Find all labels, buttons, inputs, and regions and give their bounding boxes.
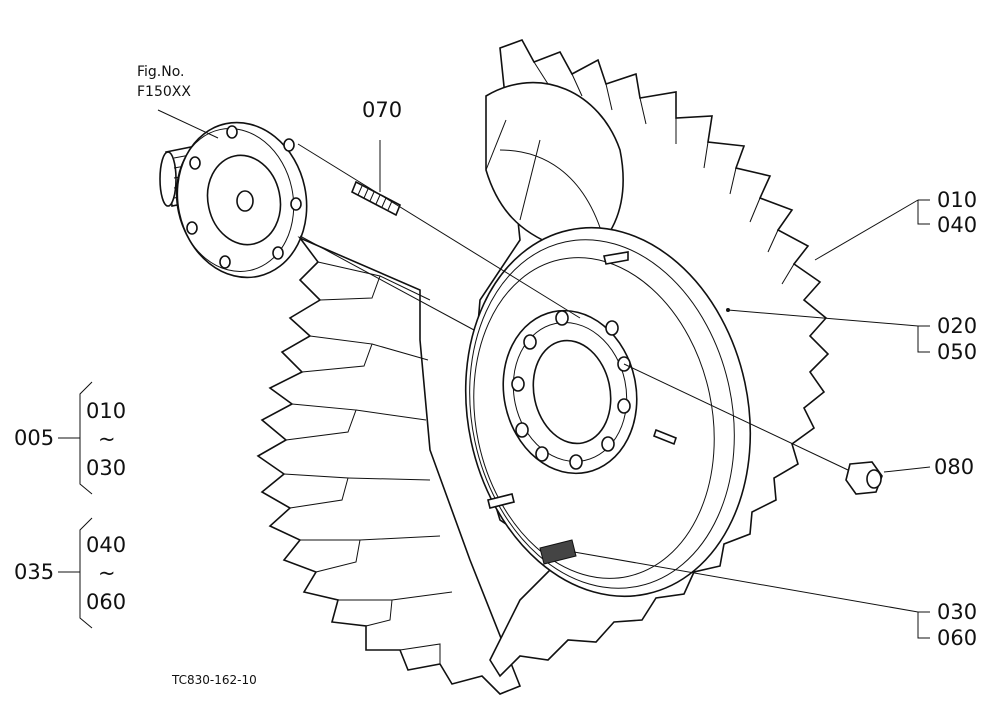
figure-caption-line1: Fig.No. bbox=[137, 64, 185, 80]
callout-010[interactable]: 010 bbox=[937, 188, 977, 212]
group-005-tilde: ~ bbox=[98, 427, 116, 451]
drawing-code: TC830-162-10 bbox=[171, 673, 257, 687]
wheel-nut bbox=[845, 461, 883, 495]
callout-050[interactable]: 050 bbox=[937, 340, 977, 364]
group-005-label[interactable]: 005 bbox=[14, 426, 54, 450]
hub-flange bbox=[159, 121, 308, 279]
group-035-tilde: ~ bbox=[98, 561, 116, 585]
callout-030[interactable]: 030 bbox=[937, 600, 977, 624]
balance-weight bbox=[539, 539, 577, 565]
leader-lines bbox=[157, 109, 931, 639]
callout-020[interactable]: 020 bbox=[937, 314, 977, 338]
group-035-label[interactable]: 035 bbox=[14, 560, 54, 584]
wheel-rim bbox=[464, 226, 752, 598]
callout-070[interactable]: 070 bbox=[362, 98, 402, 122]
group-005-from[interactable]: 010 bbox=[86, 399, 126, 423]
group-005-to[interactable]: 030 bbox=[86, 456, 126, 480]
group-035-from[interactable]: 040 bbox=[86, 533, 126, 557]
callout-080[interactable]: 080 bbox=[934, 455, 974, 479]
figure-caption-line2: F150XX bbox=[137, 84, 191, 100]
callout-060[interactable]: 060 bbox=[937, 626, 977, 650]
group-035-to[interactable]: 060 bbox=[86, 590, 126, 614]
callout-040[interactable]: 040 bbox=[937, 213, 977, 237]
stud-bolt bbox=[350, 180, 402, 217]
tire-rear-tread bbox=[256, 236, 522, 695]
group-brackets bbox=[58, 381, 93, 629]
